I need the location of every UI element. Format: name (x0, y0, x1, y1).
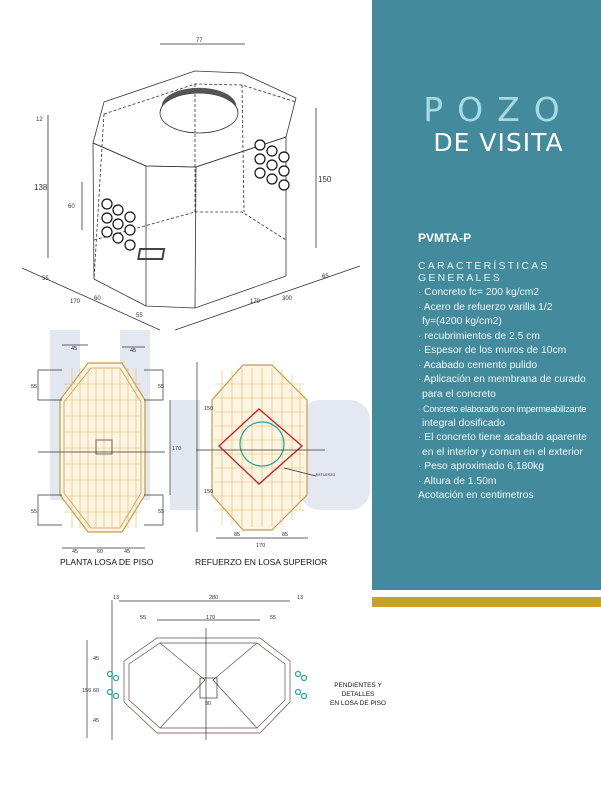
dim-label: 45 (124, 549, 130, 555)
dim-label: 55 (270, 615, 276, 621)
section-caption-line1: PENDIENTES Y DETALLES (334, 682, 382, 698)
feature-item: · El concreto tiene acabado aparente (418, 432, 587, 443)
feature-item: para el concreto (422, 388, 496, 400)
dim-label: 170 (70, 299, 81, 305)
dim-label: 170 (206, 615, 215, 621)
feature-item: integral dosificado (422, 417, 505, 429)
dim-label: 77 (196, 38, 203, 44)
feature-item: · Aplicación en membrana de curado (418, 374, 586, 385)
dim-label: 60 (94, 296, 101, 302)
dim-label: 30 (205, 701, 211, 707)
feature-item: · Altura de 1.50m (418, 475, 497, 487)
title-de-visita: DE VISITA (433, 128, 564, 157)
dim-label: 150 (82, 688, 91, 694)
gold-divider (372, 597, 601, 607)
feature-item: · Acero de refuerzo varilla 1/2 (418, 301, 553, 313)
dim-label: 45 (130, 348, 136, 354)
dim-label: 45 (71, 346, 77, 352)
dim-label: 13 (113, 595, 119, 601)
dim-label: 60 (97, 549, 103, 555)
dim-label: 55 (158, 384, 164, 390)
dim-label: 150 (318, 175, 332, 184)
dim-label: 85 (234, 532, 240, 538)
svg-text:REFUERZO: REFUERZO (316, 473, 336, 477)
floor-slab-caption: PLANTA LOSA DE PISO (60, 557, 154, 567)
info-panel (372, 0, 601, 590)
dim-label: 45 (93, 718, 99, 724)
floor-slab-dimensions: 45 45 55 55 55 55 170 45 60 45 (31, 346, 181, 555)
dim-label: 150 (204, 489, 213, 495)
isometric-manhole-drawing (21, 43, 361, 331)
units-note: Acotación en centimetros (418, 490, 534, 501)
top-slab-dimensions: 150 150 85 85 170 (204, 406, 288, 549)
top-slab-caption: REFUERZO EN LOSA SUPERIOR (195, 557, 328, 567)
floor-slopes-detail (86, 600, 308, 740)
product-code: PVMTA-P (418, 231, 472, 245)
dim-label: 55 (158, 509, 164, 515)
feature-item: fy=(4200 kg/cm2) (422, 316, 502, 327)
dim-label: 55 (136, 313, 143, 319)
dim-label: 300 (282, 296, 293, 302)
dim-label: 55 (31, 509, 37, 515)
technical-drawings: 77 138 150 12 60 55 170 60 55 170 300 65… (21, 38, 370, 740)
feature-item: en el interior y comun en el exterior (422, 446, 583, 458)
dim-label: 55 (31, 384, 37, 390)
dim-label: 60 (93, 688, 99, 694)
dim-label: 13 (297, 595, 303, 601)
feature-item: · recubrimientos de 2.5 cm (418, 330, 540, 342)
dim-label: 280 (209, 595, 218, 601)
dim-label: 12 (36, 117, 43, 123)
dim-label: 170 (172, 446, 181, 452)
feature-item: · Acabado cemento pulido (418, 359, 538, 371)
dim-label: 45 (72, 549, 78, 555)
dim-label: 170 (256, 543, 265, 549)
feature-item: · Concreto fc= 200 kg/cm2 (418, 287, 540, 298)
dim-label: 45 (93, 656, 99, 662)
dim-label: 65 (322, 274, 329, 280)
top-slab-reinforcement-plan: REFUERZO (196, 362, 336, 539)
isometric-dimensions: 77 138 150 12 60 55 170 60 55 170 300 65 (34, 38, 332, 319)
section-caption: PENDIENTES Y DETALLES EN LOSA DE PISO (318, 681, 398, 708)
dim-label: 60 (68, 204, 75, 210)
section-heading: CARACTERÍSTICAS GENERALES (418, 260, 550, 284)
dim-label: 85 (282, 532, 288, 538)
dim-label: 150 (204, 406, 213, 412)
feature-item: · Concreto elaborado con impermeabilizan… (418, 404, 587, 414)
dim-label: 170 (250, 299, 261, 305)
floor-slab-plan (37, 344, 171, 549)
section-caption-line2: EN LOSA DE PISO (330, 700, 386, 707)
section-dimensions: 13 280 13 55 170 55 150 45 60 45 30 (82, 595, 303, 724)
title-pozo: POZO (423, 90, 574, 129)
feature-item: · Peso aproximado 6,180kg (418, 461, 544, 472)
dim-label: 138 (34, 183, 48, 192)
dim-label: 55 (140, 615, 146, 621)
feature-item: · Espesor de los muros de 10cm (418, 345, 567, 356)
features-list: · Concreto fc= 200 kg/cm2 · Acero de ref… (418, 286, 598, 489)
dim-label: 55 (42, 276, 49, 282)
